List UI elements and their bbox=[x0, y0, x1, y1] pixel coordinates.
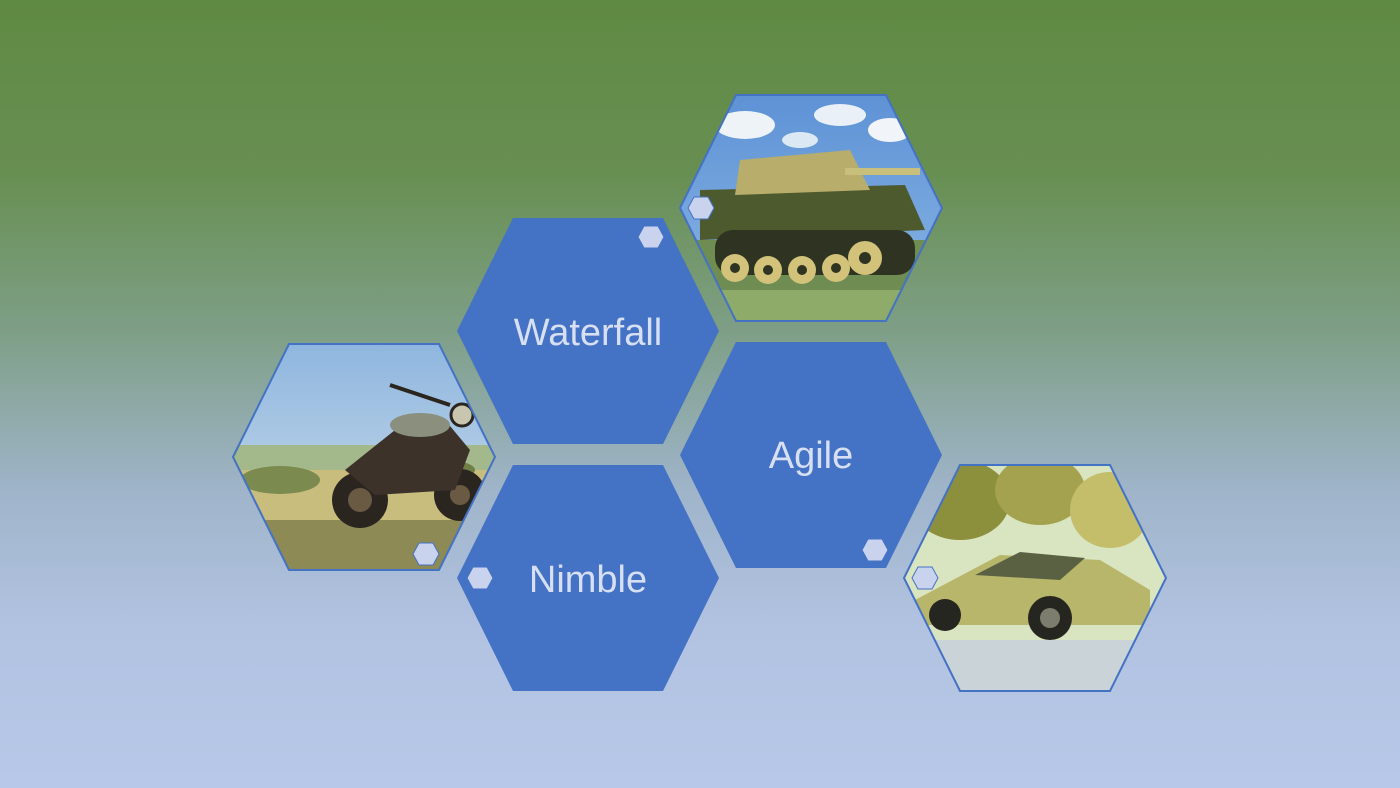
small-hexagon-waterfall bbox=[637, 225, 665, 249]
nimble-label: Nimble bbox=[529, 559, 647, 601]
small-hexagon-car bbox=[911, 566, 939, 590]
sports-car-photo bbox=[902, 464, 1168, 692]
agile-hexagon: Agile bbox=[680, 342, 942, 568]
agile-label: Agile bbox=[769, 435, 854, 477]
motorcycle-photo bbox=[231, 343, 497, 571]
nimble-hexagon: Nimble bbox=[457, 465, 719, 691]
waterfall-label: Waterfall bbox=[514, 312, 663, 354]
tank-photo bbox=[678, 94, 944, 322]
waterfall-hexagon: Waterfall bbox=[457, 218, 719, 444]
small-hexagon-agile bbox=[861, 538, 889, 562]
small-hexagon-tank bbox=[687, 196, 715, 220]
small-hexagon-motorcycle bbox=[412, 542, 440, 566]
small-hexagon-nimble bbox=[466, 566, 494, 590]
